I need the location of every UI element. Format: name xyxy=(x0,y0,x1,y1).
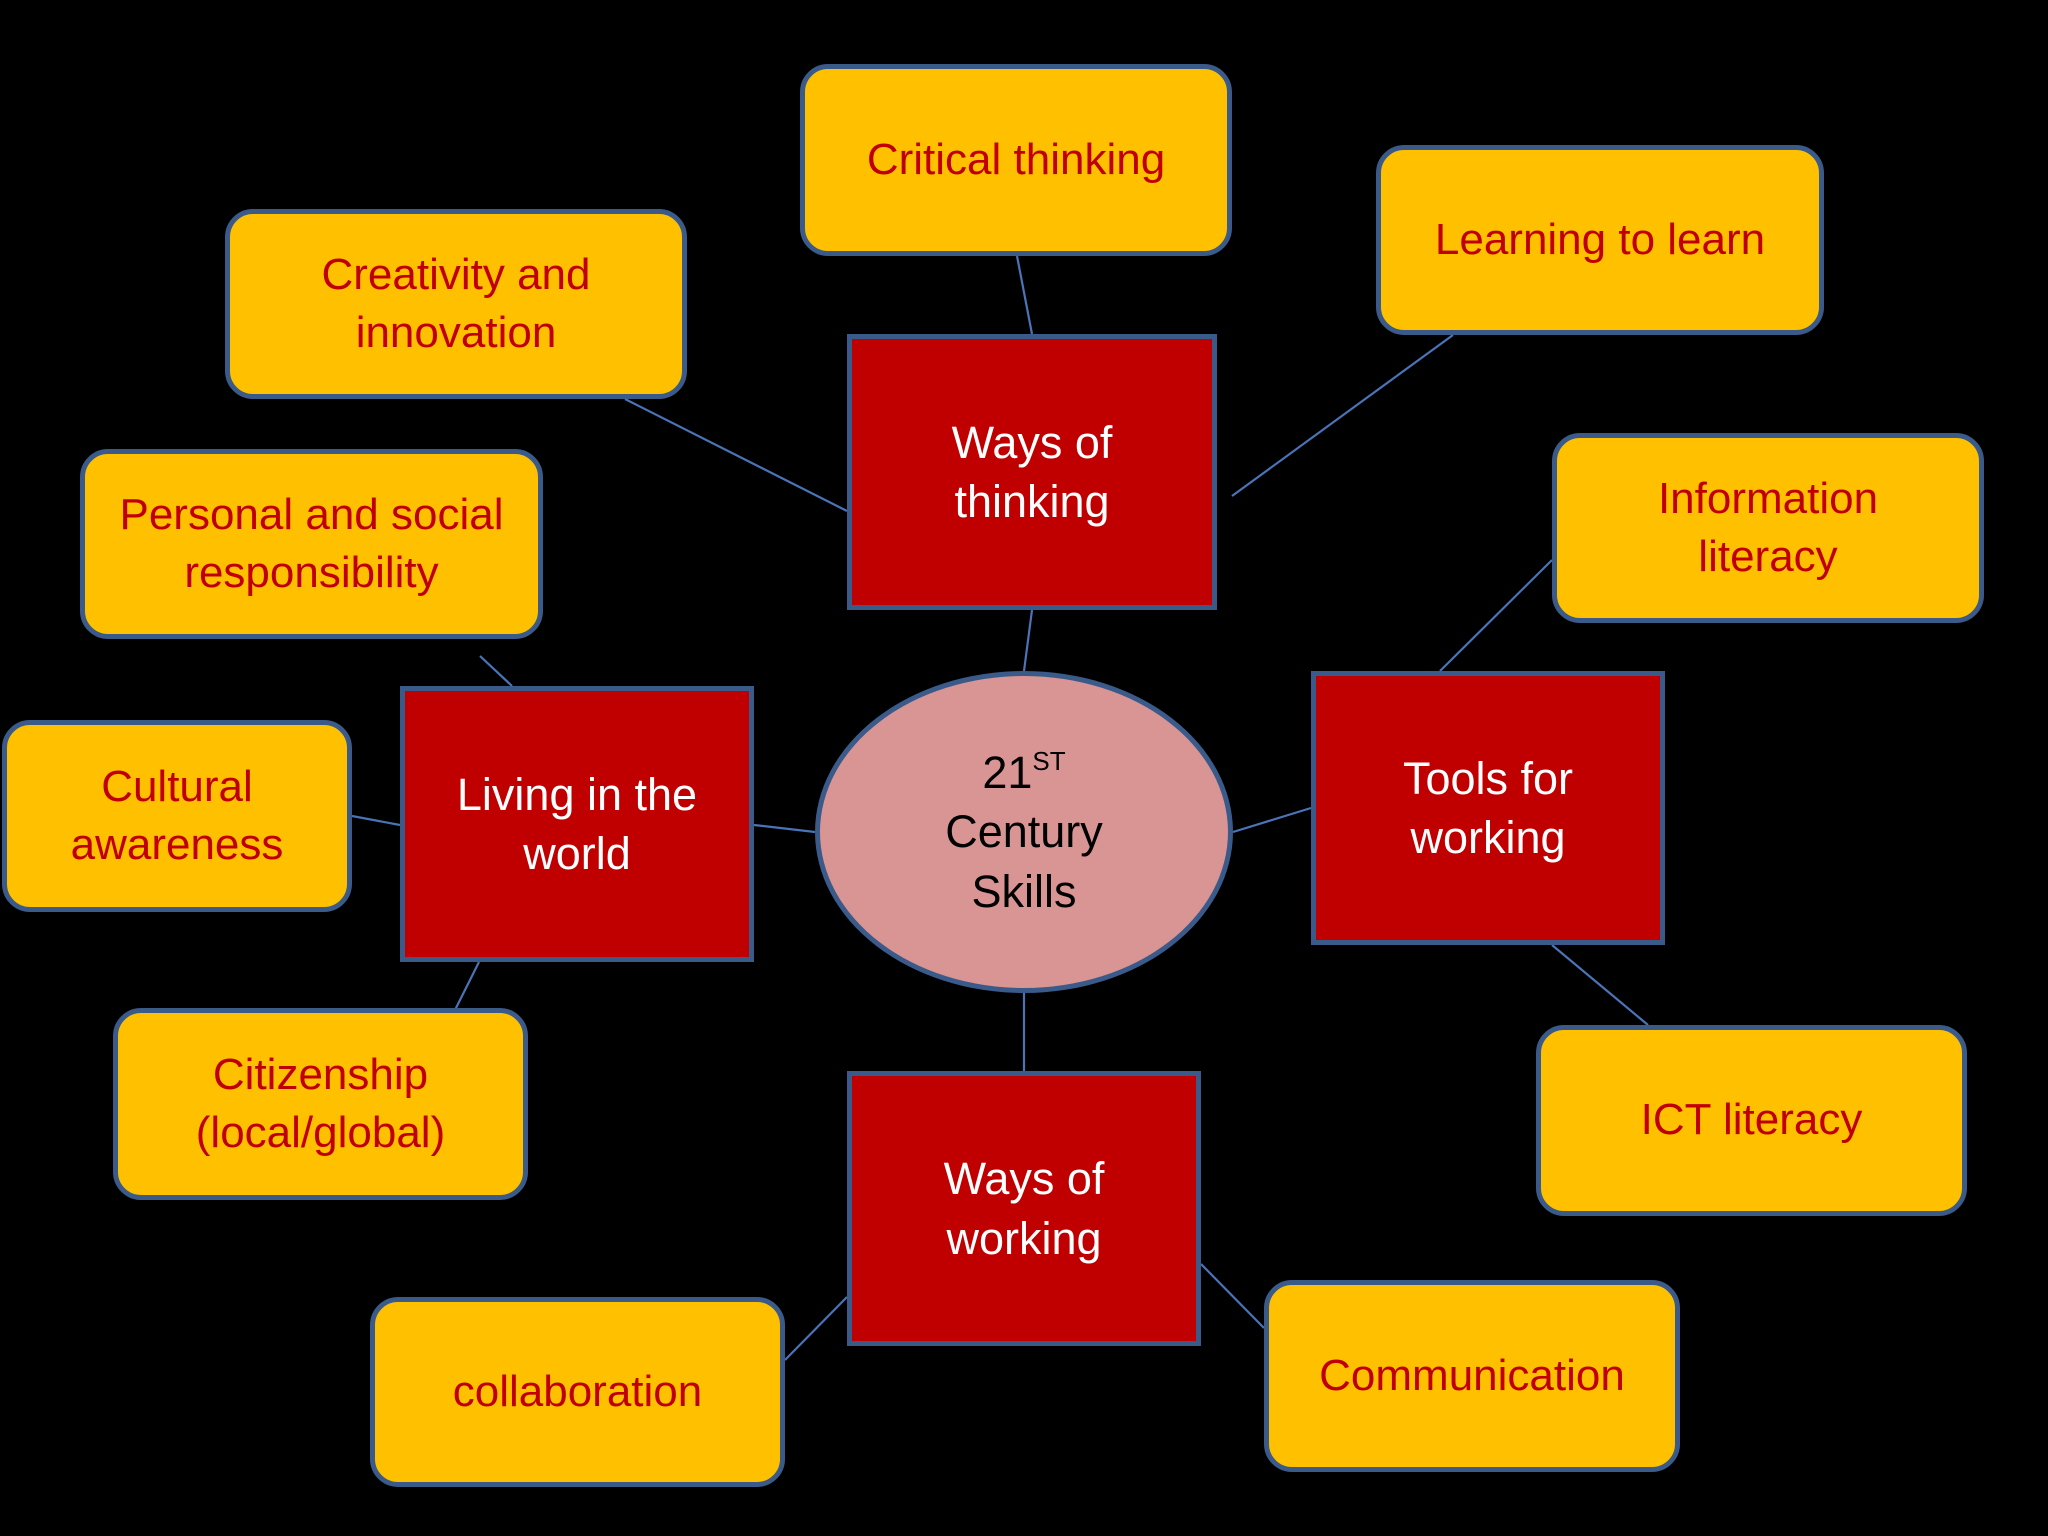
category-living-in-the-world-line-1: Living in the xyxy=(456,768,698,820)
connector-ict xyxy=(1551,944,1649,1026)
skill-communication-label: Communication xyxy=(1319,1350,1625,1400)
category-ways-of-thinking: Ways of thinking xyxy=(847,334,1217,610)
skill-ict-literacy-label: ICT literacy xyxy=(1640,1095,1863,1145)
skill-collaboration: collaboration xyxy=(370,1297,785,1487)
skill-ict-literacy: ICT literacy xyxy=(1536,1025,1967,1216)
center-superscript: ST xyxy=(1032,745,1066,776)
connector-learning xyxy=(1231,334,1454,497)
center-number: 21 xyxy=(982,746,1033,798)
skill-creativity-line-2: innovation xyxy=(355,308,557,357)
category-ways-of-thinking-line-1: Ways of xyxy=(951,416,1113,468)
connector-center-tools xyxy=(1232,806,1312,834)
skill-citizenship-line-1: Citizenship xyxy=(212,1049,429,1099)
category-tools-for-working-line-1: Tools for xyxy=(1402,752,1574,804)
connector-creativity xyxy=(624,398,848,512)
skill-personal-line-2: responsibility xyxy=(184,548,439,597)
connector-center-living xyxy=(753,823,816,834)
skill-collaboration-label: collaboration xyxy=(452,1366,703,1416)
skill-personal-line-1: Personal and social xyxy=(119,489,504,539)
connector-communication xyxy=(1200,1263,1265,1329)
skill-citizenship: Citizenship (local/global) xyxy=(113,1008,528,1200)
connector-critical xyxy=(1015,255,1034,335)
connector-cultural xyxy=(351,814,401,827)
skill-information-literacy: Information literacy xyxy=(1552,433,1984,623)
category-ways-of-thinking-line-2: thinking xyxy=(954,476,1110,527)
skill-creativity-and-innovation: Creativity and innovation xyxy=(225,209,687,399)
category-tools-for-working-line-2: working xyxy=(1410,812,1566,863)
skill-citizenship-line-2: (local/global) xyxy=(195,1108,446,1157)
skill-cultural-line-2: awareness xyxy=(70,820,284,869)
category-living-in-the-world: Living in the world xyxy=(400,686,754,962)
skill-personal-and-social-responsibility: Personal and social responsibility xyxy=(80,449,543,639)
skill-cultural-line-1: Cultural xyxy=(101,761,253,811)
skill-critical-thinking-label: Critical thinking xyxy=(866,134,1166,184)
skill-cultural-awareness: Cultural awareness xyxy=(2,720,352,912)
skill-learning-to-learn-label: Learning to learn xyxy=(1434,214,1766,264)
category-living-in-the-world-line-2: world xyxy=(523,828,631,879)
connector-information xyxy=(1439,559,1553,672)
skill-information-line-1: Information xyxy=(1657,473,1879,523)
connector-collaboration xyxy=(784,1296,848,1361)
skill-information-line-2: literacy xyxy=(1698,532,1838,581)
center-node-21st-century-skills: 21ST Century Skills xyxy=(815,671,1233,993)
skill-creativity-line-1: Creativity and xyxy=(321,249,591,299)
category-ways-of-working-line-1: Ways of xyxy=(943,1153,1105,1205)
category-ways-of-working-line-2: working xyxy=(946,1212,1102,1264)
center-line-2: Century xyxy=(945,806,1103,858)
connector-center-ways-thinking xyxy=(1022,609,1034,672)
skill-learning-to-learn: Learning to learn xyxy=(1376,145,1824,335)
center-line-3: Skills xyxy=(971,865,1077,917)
category-ways-of-working: Ways of working xyxy=(847,1071,1201,1346)
category-tools-for-working: Tools for working xyxy=(1311,671,1665,945)
connector-personal xyxy=(479,655,513,687)
skill-communication: Communication xyxy=(1264,1280,1680,1472)
skill-critical-thinking: Critical thinking xyxy=(800,64,1232,256)
